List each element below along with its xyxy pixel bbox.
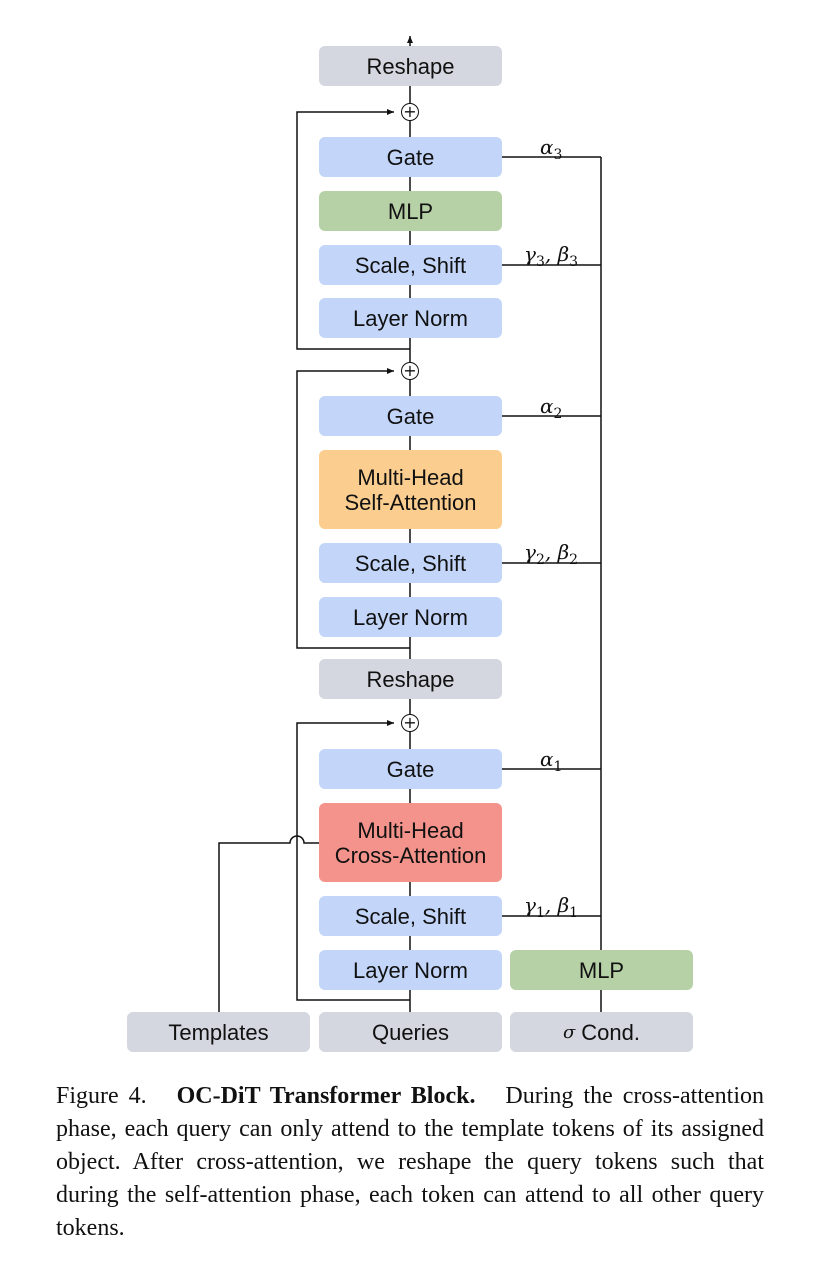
alpha1-label: α1: [540, 747, 563, 775]
alpha3-label: α3: [540, 135, 563, 163]
mlp-cond-block: MLP: [510, 950, 693, 990]
gamma-beta-3-label: γ3, β3: [524, 242, 579, 270]
figure-label: Figure 4.: [56, 1083, 147, 1109]
templates-line: [218, 835, 319, 1012]
scale-shift-1-block: Scale, Shift: [319, 896, 502, 936]
add-icon-1: +: [401, 714, 419, 732]
residual-line-1: [296, 720, 410, 1001]
caption-title: OC-DiT Transformer Block.: [176, 1083, 476, 1109]
caption-text: During the cross-attention phase, each q…: [56, 1083, 764, 1241]
cross-attention-block: Multi-Head Cross-Attention: [319, 803, 502, 882]
layer-norm-2-block: Layer Norm: [319, 597, 502, 637]
reshape-top-block: Reshape: [319, 46, 502, 86]
residual-line-2: [296, 368, 410, 649]
layer-norm-1-block: Layer Norm: [319, 950, 502, 990]
gate-2-block: Gate: [319, 396, 502, 436]
layer-norm-3-block: Layer Norm: [319, 298, 502, 338]
gamma-beta-1-label: γ1, β1: [524, 893, 579, 921]
cond-label: Cond.: [581, 1019, 640, 1045]
add-icon-3: +: [401, 103, 419, 121]
cond-input-block: σ Cond.: [510, 1012, 693, 1052]
gate-1-block: Gate: [319, 749, 502, 789]
gate-3-block: Gate: [319, 137, 502, 177]
reshape-mid-block: Reshape: [319, 659, 502, 699]
scale-shift-3-block: Scale, Shift: [319, 245, 502, 285]
self-attention-line-2: Self-Attention: [344, 489, 477, 515]
figure-caption: Figure 4. OC-DiT Transformer Block. Duri…: [56, 1080, 764, 1245]
gamma-beta-2-label: γ2, β2: [524, 540, 579, 568]
scale-shift-2-block: Scale, Shift: [319, 543, 502, 583]
sigma-symbol: σ: [562, 1021, 576, 1043]
self-attention-block: Multi-Head Self-Attention: [319, 450, 502, 529]
alpha2-label: α2: [540, 394, 563, 422]
mlp-upper-block: MLP: [319, 191, 502, 231]
residual-line-3: [296, 109, 410, 350]
self-attention-line-1: Multi-Head: [357, 464, 464, 490]
templates-input-block: Templates: [127, 1012, 310, 1052]
cross-attention-line-2: Cross-Attention: [334, 842, 487, 868]
cross-attention-line-1: Multi-Head: [357, 817, 464, 843]
add-icon-2: +: [401, 362, 419, 380]
queries-input-block: Queries: [319, 1012, 502, 1052]
